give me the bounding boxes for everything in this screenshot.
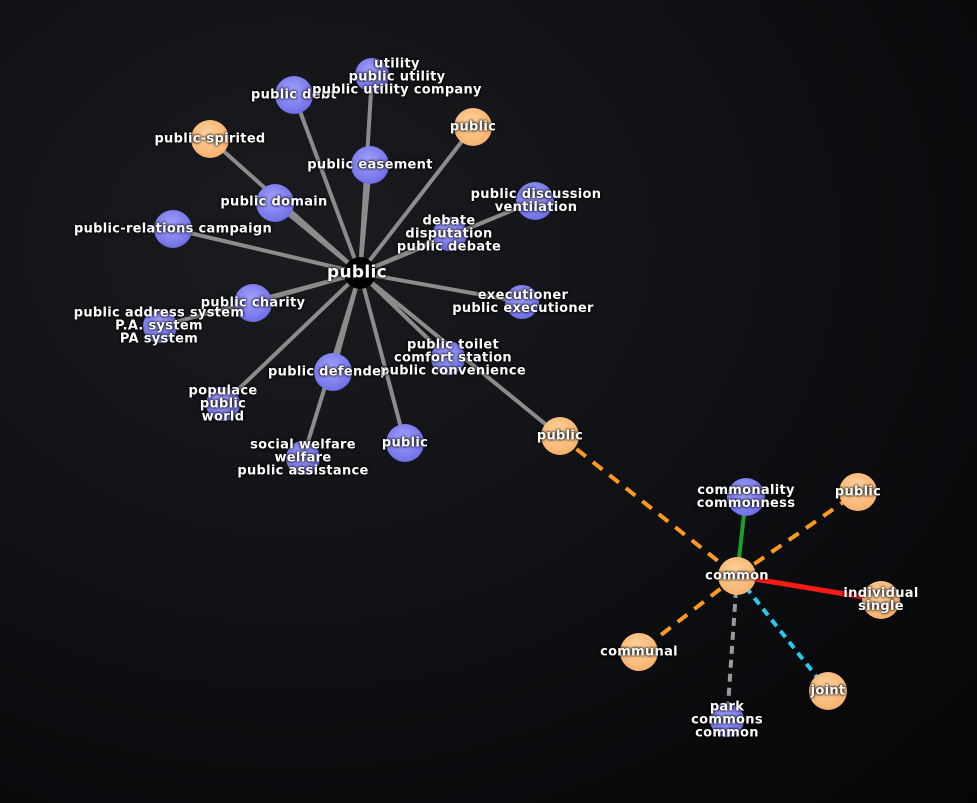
edge-public-hub-to-public-executioner — [359, 271, 523, 304]
node-public-toilet[interactable] — [431, 341, 465, 375]
node-public-synonym-bottom[interactable] — [386, 424, 424, 462]
edge-common-to-public-related-right — [735, 490, 860, 578]
node-commonality[interactable] — [727, 478, 765, 516]
node-public-related-bridge[interactable] — [541, 417, 579, 455]
edges-layer — [159, 74, 882, 721]
node-common[interactable] — [718, 557, 756, 595]
node-public-relations-campaign[interactable] — [154, 210, 192, 248]
edge-common-to-park — [725, 575, 739, 721]
node-individual[interactable] — [862, 581, 900, 619]
edge-public-hub-to-public-synonym-bottom — [358, 272, 407, 444]
nodes-layer — [143, 58, 900, 737]
node-joint[interactable] — [809, 672, 847, 710]
node-park[interactable] — [710, 703, 744, 737]
edge-public-related-bridge-to-common — [558, 434, 739, 578]
edge-common-to-joint — [735, 574, 830, 693]
edge-common-to-individual — [736, 573, 882, 603]
node-public-related-right[interactable] — [839, 473, 877, 511]
node-public-domain[interactable] — [256, 184, 294, 222]
node-public-debt[interactable] — [275, 76, 313, 114]
node-public-assistance[interactable] — [286, 441, 320, 475]
node-public-discussion[interactable] — [516, 182, 554, 220]
node-public-spirited[interactable] — [191, 120, 229, 158]
node-communal[interactable] — [620, 633, 658, 671]
edge-public-hub-to-public-debt — [292, 94, 362, 274]
node-public-charity[interactable] — [234, 284, 272, 322]
node-public-hub[interactable] — [344, 257, 376, 289]
node-public-easement[interactable] — [351, 146, 389, 184]
node-public-defender[interactable] — [314, 353, 352, 391]
node-public-utility[interactable] — [355, 58, 389, 92]
edge-public-hub-to-public-related-top — [358, 125, 475, 275]
edge-public-hub-to-public-relations-campaign — [172, 227, 361, 275]
node-public-executioner[interactable] — [505, 285, 539, 319]
node-populace[interactable] — [206, 387, 240, 421]
node-public-related-top[interactable] — [454, 108, 492, 146]
edge-public-hub-to-populace — [221, 271, 362, 406]
node-public-debate[interactable] — [433, 217, 467, 251]
node-public-address-system[interactable] — [143, 309, 177, 343]
